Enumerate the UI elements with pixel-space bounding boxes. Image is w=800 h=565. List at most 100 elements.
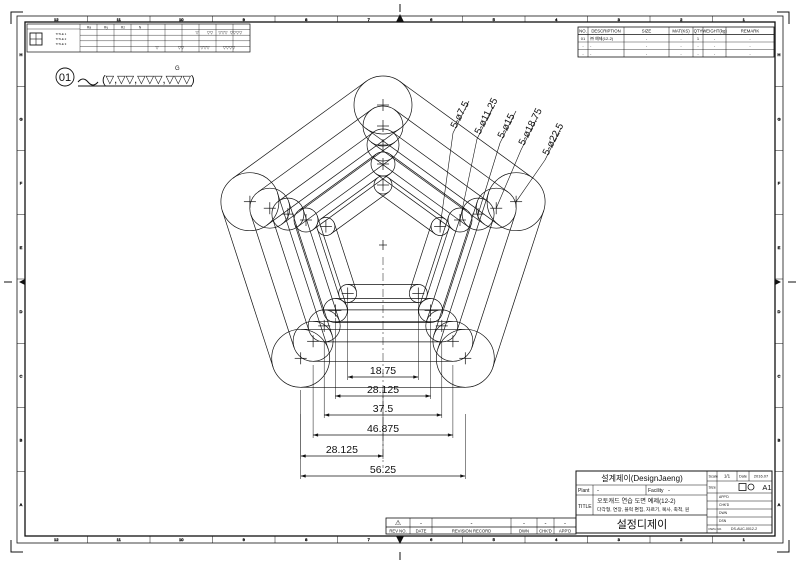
revision-header: REVISION RECORD [452,529,491,534]
tangent-line [278,131,374,202]
parts-list-cell: - [646,44,648,49]
tangent-line [320,177,378,220]
zone-number-bottom: 2 [680,537,683,542]
dimension-value: 56.25 [370,464,396,476]
leader-shelf [499,110,517,144]
symbol-table-symbol: ▽▽ [178,45,185,50]
company-logo-text: 설정디제이 [617,518,668,531]
parts-list-header: REMARK [741,29,760,34]
zone-number-top: 3 [618,17,621,22]
tangent-line [317,229,340,297]
tangent-line [388,177,446,220]
drawing-title: 오토캐드 연습 도면 예제(12-2) [597,497,676,505]
symbol-table-symbol: ▽▽▽ [218,30,228,35]
zone-letter-left: D [20,309,23,314]
company-name: 설계제이(DesignJaeng) [601,473,683,483]
dimension-arrow [335,394,341,398]
symbol-table-grade: Ra [87,26,91,30]
zone-number-bottom: 8 [305,537,308,542]
zone-number-top: 8 [305,17,308,22]
zone-number-bottom: 6 [430,537,433,542]
tangent-line [297,157,393,228]
dimension-arrow [460,474,466,478]
parts-list-cell: - [749,36,751,41]
hole-callout-label: 5-ø22.5 [541,121,567,157]
parts-list-header: DESCRIPTION [591,29,620,34]
hole-circle [370,151,396,177]
hole-callout-label: 5-ø11.25 [473,96,501,136]
facility-label: Facility [648,488,664,494]
tangent-line [257,109,372,193]
parts-list-cell: - [697,51,699,56]
surface-note-index: 01 [59,72,71,84]
hole-circle [486,172,546,232]
plant-label: Plant [578,488,590,494]
dimension-arrow [436,413,442,417]
approval-label: DSN [719,519,727,523]
symbol-table-symbol: ▽▽▽▽ [223,45,236,50]
tangent-line [492,210,545,368]
zone-number-bottom: 3 [618,537,621,542]
outer-frame [16,15,784,544]
tangent-line [221,210,274,368]
zone-letter-right: H [778,52,781,57]
parts-list-cell: - [646,36,648,41]
hole-circle [293,207,319,233]
tangent-line [298,154,377,211]
hole-callout-label: 5-ø18.75 [517,106,545,147]
zone-number-bottom: 10 [179,537,184,542]
dimension-arrow [447,433,453,437]
parts-list-cell: ㈜ 예제(12-2) [590,35,614,41]
parts-list-cell: 1 [697,36,700,41]
parts-list-cell: - [697,44,699,49]
title-label: TITLE [578,504,592,510]
drawing-subtitle: 다각형, 연장, 블럭 편집, 자르기, 복사, 축척, 원 [597,506,689,513]
parts-list-cell: - [714,44,716,49]
zone-number-bottom: 7 [368,537,371,542]
tangent-line [250,214,295,348]
tangent-line [365,128,500,226]
zone-letter-right: D [778,309,781,314]
revision-header: DATE [416,529,427,534]
parts-list-cell: - [749,51,751,56]
dimension-arrow [378,454,383,458]
parts-list-header: SIZE [642,29,652,34]
zone-number-top: 10 [179,17,184,22]
revision-header: DWN [519,529,529,534]
tangent-line [302,209,340,322]
symbol-table-grade: Ry [104,26,108,30]
parts-list-cell: - [749,44,751,49]
surface-note-index-circle [55,67,75,87]
zone-letter-right: F [778,181,781,186]
leader-line [477,142,501,215]
dimension-arrow [300,474,306,478]
zone-number-bottom: 4 [555,537,558,542]
tangent-line [266,128,401,226]
tangent-line [294,223,325,315]
parts-list-cell: - [680,44,682,49]
dimension-arrow [313,433,319,437]
tangent-line [399,81,534,179]
tangent-line [389,154,468,211]
zone-number-bottom: 12 [54,537,59,542]
zone-number-top: 11 [117,17,122,22]
zone-number-bottom: 1 [743,537,746,542]
symbol-table-symbol: ▽ [155,45,159,50]
dimension-arrow [300,454,306,458]
symbol-table-frame [26,23,251,53]
leader-line [459,138,478,221]
zone-letter-right: B [778,438,781,443]
symbol-table-row: TITLE 1 [56,32,67,36]
zone-number-top: 5 [493,17,496,22]
dimension-arrow [413,375,419,379]
tangent-line [409,223,432,291]
leader-line [515,159,546,202]
zone-number-top: 4 [555,17,558,22]
symbol-table-symbol: ▽▽▽▽ [230,30,243,35]
revision-value: - [545,521,547,527]
revision-value: - [564,521,566,527]
zone-letter-left: F [20,181,23,186]
tangent-line [330,192,389,234]
